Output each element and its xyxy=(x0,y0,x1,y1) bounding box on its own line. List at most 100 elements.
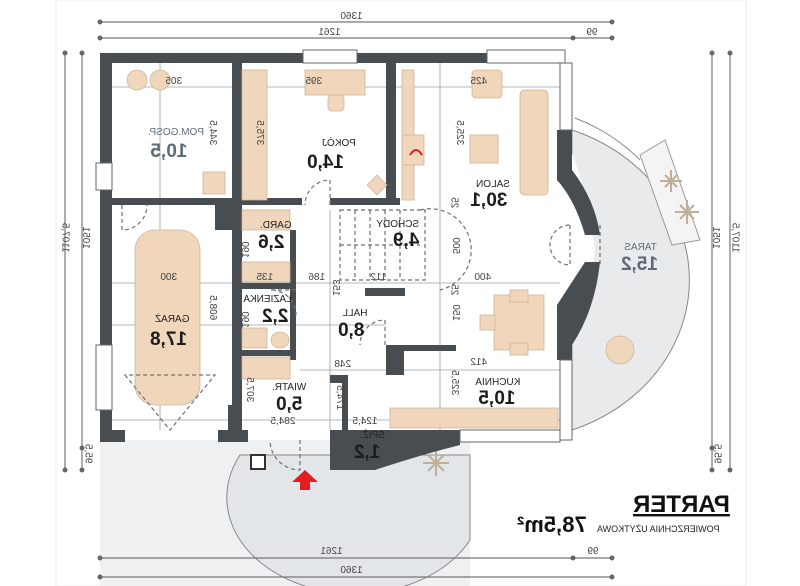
dimension-label: 305 xyxy=(165,76,182,87)
dimension-label: 284,5 xyxy=(270,416,295,427)
dimension-label: 395 xyxy=(305,76,322,87)
dimension-label: ŁAZIENKA xyxy=(243,294,292,305)
room-hall: HALL 8,0 xyxy=(338,308,367,341)
dimension-label: 248 xyxy=(334,359,351,370)
dimension-label: 174,5 xyxy=(334,385,345,410)
dimension-top: 1360 1261 99 xyxy=(97,11,615,41)
dimension-label: 25 xyxy=(448,284,459,296)
room-taras: TARAS 15,2 xyxy=(621,242,658,275)
dimension-label: 112 xyxy=(370,272,386,283)
dimension-label: 124,5 xyxy=(352,416,377,427)
dimension-label: HALL xyxy=(342,308,367,319)
window xyxy=(95,162,113,191)
column xyxy=(250,454,266,470)
dimension-label: POM.GOSP. xyxy=(148,127,204,138)
dimension-label: 325,5 xyxy=(454,120,465,145)
dimension-label: 30,1 xyxy=(470,190,507,211)
dimension-label: 300 xyxy=(160,272,177,283)
room-gard: GARD. 2,6 xyxy=(258,220,292,253)
window xyxy=(559,62,573,131)
dimension-label: 1261 xyxy=(320,546,343,557)
dimension-label: POKÓJ xyxy=(322,136,356,149)
dimension-label: 150 xyxy=(450,304,461,321)
room-garaz: GARAŻ 17,8 xyxy=(150,312,189,350)
dimension-left: 1107,5 1051 95,5 xyxy=(60,50,93,473)
dimension-label: 2,6 xyxy=(258,232,284,253)
dimension-label: 190 xyxy=(239,311,250,328)
dimension-label: 99 xyxy=(587,546,599,557)
dimension-label: 135 xyxy=(256,272,273,283)
dimension-label: TARAS xyxy=(624,242,657,253)
entry-step xyxy=(226,454,471,586)
dimension-label: 190 xyxy=(239,241,250,258)
terrace-edge xyxy=(574,117,641,161)
dimension-label: 186 xyxy=(308,272,325,283)
dimension-label: 17,8 xyxy=(150,329,187,350)
dimension-label: 500 xyxy=(450,237,461,254)
window xyxy=(486,49,566,64)
window xyxy=(459,429,561,443)
dimension-label: 4,9 xyxy=(393,230,419,251)
dimension-label: 99 xyxy=(586,27,598,38)
dimension-label: 10,5 xyxy=(150,141,187,162)
stairs xyxy=(339,208,472,291)
dimension-label: 1261 xyxy=(318,27,341,38)
room-schody: SCHODY 4,9 xyxy=(376,219,419,251)
dimension-label: WIATR. xyxy=(272,382,306,393)
terrace-planter xyxy=(639,139,701,246)
room-wiatr: WIATR. 5,0 xyxy=(272,382,306,415)
dimension-label: 15,2 xyxy=(621,254,658,275)
dimension-label: 1360 xyxy=(340,11,363,22)
dimension-label: 95,5 xyxy=(711,444,722,464)
window xyxy=(559,359,573,441)
dimension-label: 425 xyxy=(470,76,487,87)
furniture xyxy=(126,69,635,429)
dimension-label: 307,5 xyxy=(244,377,255,402)
window xyxy=(95,344,113,411)
room-spiz: SPIŻ. 1,2 xyxy=(354,428,385,463)
dimension-label: 344,5 xyxy=(207,120,218,145)
dimension-label: 1107,5 xyxy=(60,222,71,252)
dimension-label: SPIŻ. xyxy=(360,428,385,441)
room-pokoj: POKÓJ 14,0 xyxy=(307,136,356,173)
dimension-label: KUCHNIA xyxy=(475,377,520,388)
dimension-label: 608,5 xyxy=(207,295,218,320)
window xyxy=(302,49,358,64)
room-kuchnia: KUCHNIA 10,5 xyxy=(475,377,520,409)
dimension-label: 325,5 xyxy=(449,370,460,395)
dimension-label: GARAŻ xyxy=(155,312,189,325)
doors xyxy=(121,179,601,471)
dimension-label: 95,5 xyxy=(82,444,93,464)
dimension-label: 1051 xyxy=(80,226,91,249)
dimension-label: 1107,5 xyxy=(730,222,741,252)
dimension-label: 8,0 xyxy=(338,320,364,341)
dimension-label: GARD. xyxy=(260,220,292,231)
usable-area-label: POWIERZCHNIA UŻYTKOWA xyxy=(597,524,720,534)
dimension-label: 153 xyxy=(330,279,341,296)
dimension-label: 2,2 xyxy=(262,306,288,327)
dimension-label: 375,5 xyxy=(254,120,265,145)
dimension-label: 5,0 xyxy=(276,394,302,415)
room-lazienka: ŁAZIENKA 2,2 xyxy=(243,294,292,327)
dimension-label: 400 xyxy=(474,272,491,283)
dimension-label: SALON xyxy=(476,179,510,190)
plant-icon xyxy=(423,170,699,476)
room-pom-gosp: POM.GOSP. 10,5 xyxy=(148,127,204,162)
dimension-label: 1051 xyxy=(710,226,721,249)
room-salon: SALON 30,1 xyxy=(470,179,510,211)
fireplace-icon xyxy=(409,149,423,156)
dimension-label: 25 xyxy=(448,197,459,209)
dimension-label: SCHODY xyxy=(376,219,419,230)
usable-area-value: 78,5m² xyxy=(517,512,587,537)
entrance-arrow-icon xyxy=(292,470,318,490)
inner-dimensions: 305 344,5 375,5 395 425 325,5 500 400 30… xyxy=(160,76,491,427)
floor-title: PARTER xyxy=(633,491,730,518)
dimension-label: 412 xyxy=(470,357,487,368)
dimension-label: 10,5 xyxy=(478,388,515,409)
dimension-bottom: 1261 1360 99 xyxy=(97,546,615,580)
dimension-label: 14,0 xyxy=(307,152,344,173)
dimension-label: 1,2 xyxy=(354,442,380,463)
dimension-label: 1360 xyxy=(340,565,363,576)
dimension-right: 1051 1107,5 95,5 xyxy=(709,50,741,473)
